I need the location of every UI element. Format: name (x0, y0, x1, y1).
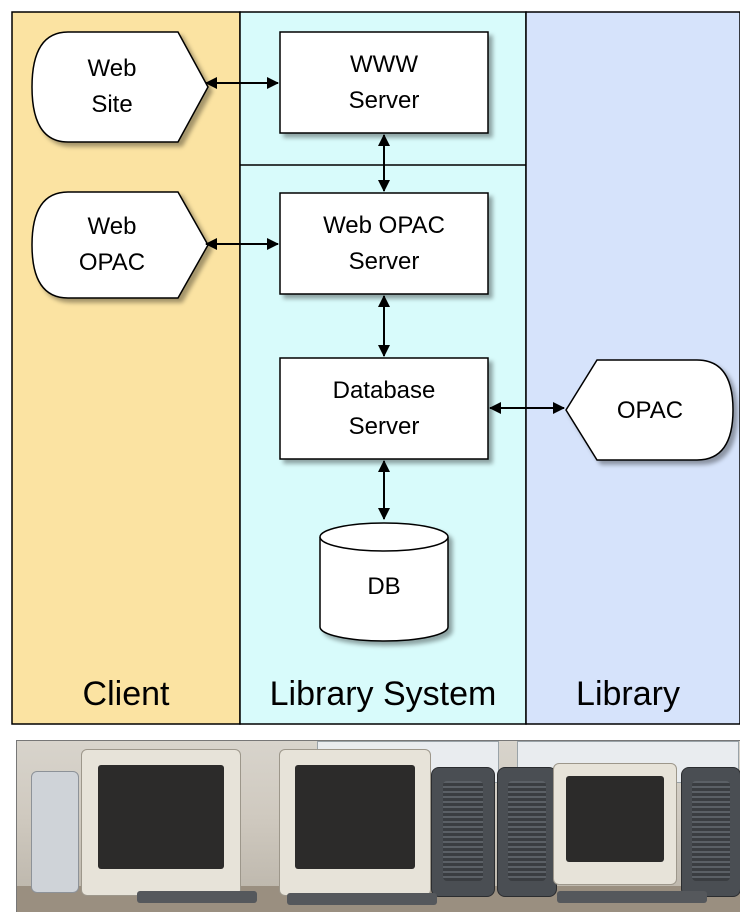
silver-tower-computer (31, 771, 79, 893)
crt-monitor (553, 763, 677, 885)
keyboard (137, 891, 257, 903)
keyboard (287, 893, 437, 905)
web-opac-display-node (31, 191, 209, 299)
web-site-label-line2: Site (91, 91, 132, 118)
crt-monitor (279, 749, 431, 896)
www-server-label-line2: Server (349, 87, 420, 114)
db-cylinder (319, 522, 449, 642)
web-site-display-node (31, 31, 209, 143)
web-opac-server-label-line2: Server (349, 248, 420, 275)
web-site-label-line1: Web (88, 55, 137, 82)
keyboard (557, 891, 707, 903)
www-server-box (279, 31, 489, 134)
web-opac-server-box (279, 192, 489, 295)
dark-tower-computer (497, 767, 557, 897)
architecture-diagram: Web Site Web OPAC WWW Server Web OPAC Se… (11, 11, 740, 725)
web-opac-label-line1: Web (88, 213, 137, 240)
www-server-label-line1: WWW (350, 51, 418, 78)
web-opac-label-line2: OPAC (79, 249, 145, 276)
library-system-zone-label: Library System (270, 675, 497, 713)
database-server-label-line2: Server (349, 413, 420, 440)
library-zone-label: Library (576, 675, 680, 713)
dark-tower-computer (681, 767, 740, 897)
dark-tower-computer (431, 767, 495, 897)
opac-display-node (565, 359, 734, 461)
database-server-label-line1: Database (333, 377, 436, 404)
opac-label: OPAC (617, 397, 683, 424)
client-zone-label: Client (83, 675, 170, 713)
computer-lab-photo (16, 740, 740, 912)
web-opac-server-label-line1: Web OPAC (323, 212, 445, 239)
crt-monitor (81, 749, 241, 896)
database-server-box (279, 357, 489, 460)
db-label: DB (367, 573, 400, 600)
